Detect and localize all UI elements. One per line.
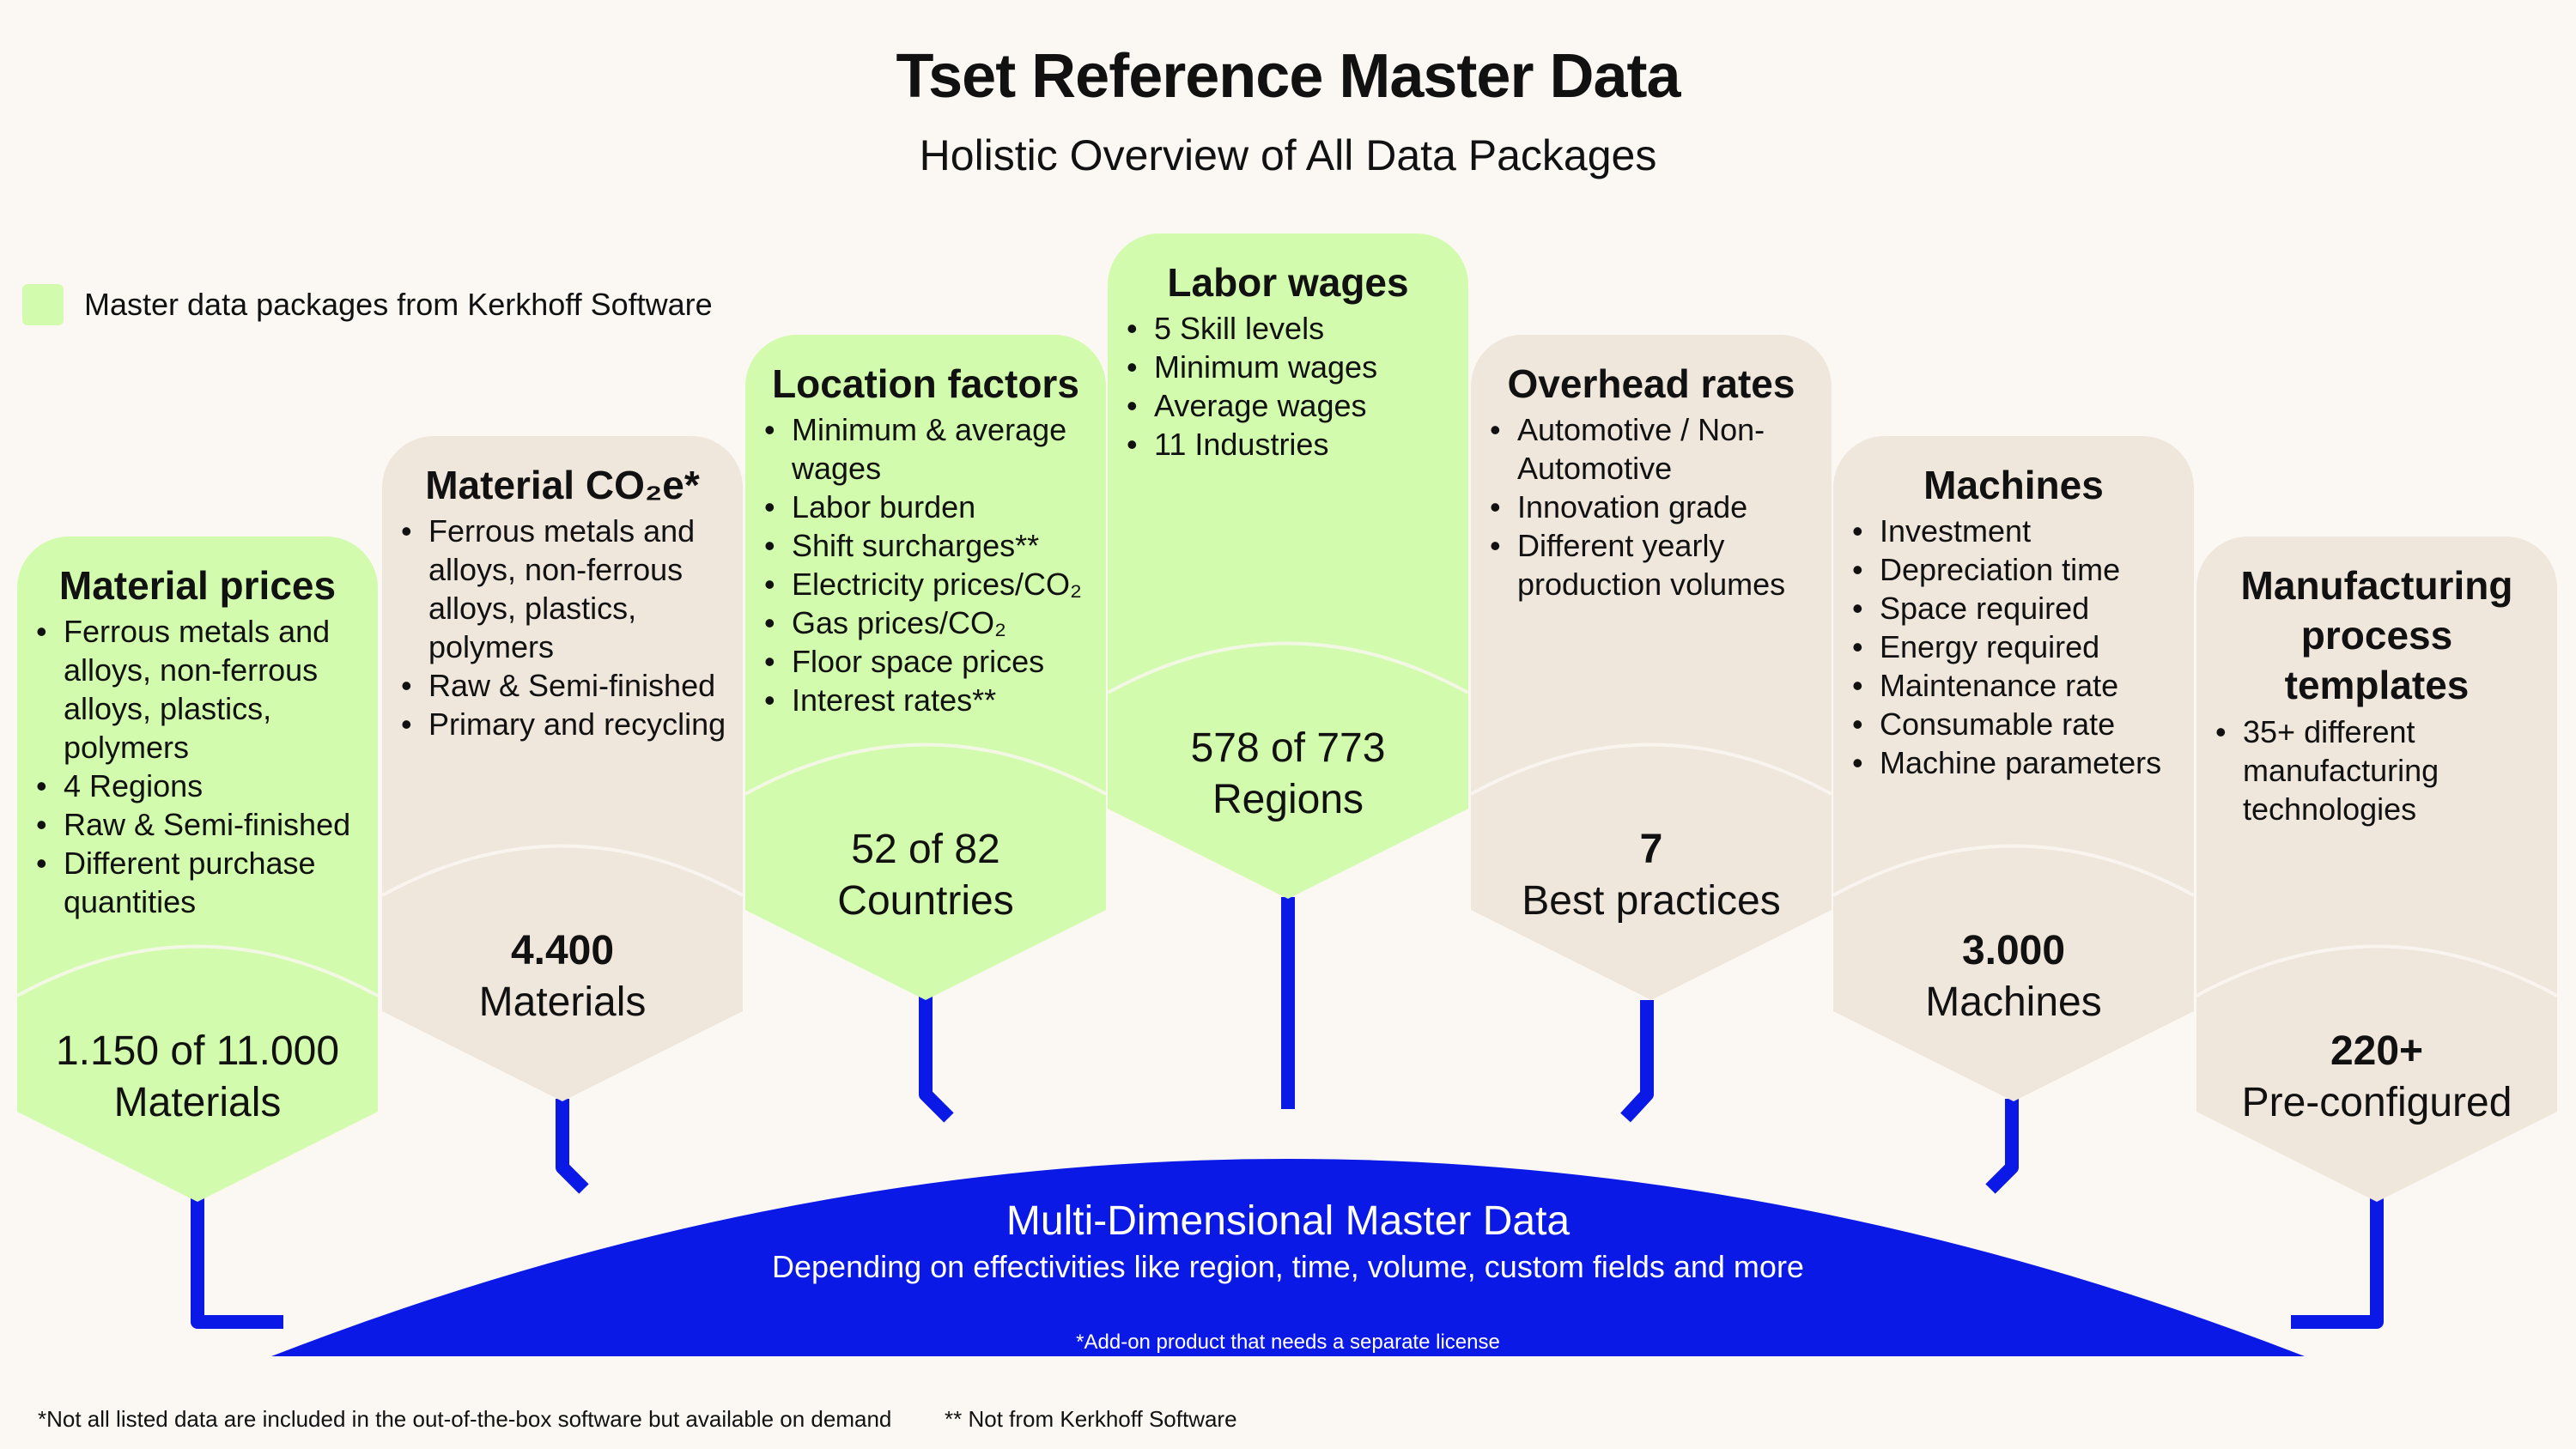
card-item: Consumable rate bbox=[1849, 705, 2185, 743]
card-items: Ferrous metals and alloys, non-ferrous a… bbox=[398, 512, 734, 743]
card-title: Material prices bbox=[58, 563, 337, 608]
card-title: Manufacturing process templates bbox=[2240, 563, 2513, 707]
card-item: Automotive / Non-Automotive bbox=[1486, 410, 1823, 488]
card-item: Ferrous metals and alloys, non-ferrous a… bbox=[398, 512, 734, 666]
connector-manufacturing-templates bbox=[2291, 1197, 2384, 1329]
footnote-right: ** Not from Kerkhoff Software bbox=[945, 1406, 1237, 1432]
metric-unit: Materials bbox=[113, 1080, 282, 1125]
metric-unit: Machines bbox=[1925, 979, 2102, 1025]
page-title: Tset Reference Master Data bbox=[896, 42, 1680, 111]
card-item: 35+ different manufacturing technologies bbox=[2212, 712, 2549, 828]
legend: Master data packages from Kerkhoff Softw… bbox=[22, 283, 713, 326]
metric-unit: Materials bbox=[478, 979, 647, 1025]
card-item: Space required bbox=[1849, 589, 2185, 627]
card-metric: 220+ Pre-configured bbox=[2196, 1026, 2557, 1129]
connector-material-prices bbox=[191, 1197, 283, 1329]
card-item: Raw & Semi-finished bbox=[398, 666, 734, 705]
card-metric: 3.000 Machines bbox=[1833, 925, 2194, 1028]
card-title: Overhead rates bbox=[1507, 361, 1795, 406]
footnote-left: *Not all listed data are included in the… bbox=[38, 1406, 892, 1432]
card-item: Innovation grade bbox=[1486, 488, 1823, 526]
card-metric: 4.400 Materials bbox=[382, 925, 743, 1028]
card-metric: 7 Best practices bbox=[1471, 824, 1832, 927]
card-items: 5 Skill levels Minimum wages Average wag… bbox=[1123, 309, 1460, 464]
card-item: Minimum & average wages bbox=[761, 410, 1097, 488]
metric-value: 3.000 bbox=[1961, 928, 2066, 973]
card-item: Primary and recycling bbox=[398, 705, 734, 743]
metric-unit: Best practices bbox=[1522, 878, 1781, 924]
card-metric: 52 of 82 Countries bbox=[745, 824, 1106, 927]
connector-material-co2e bbox=[556, 1099, 589, 1194]
page-subtitle: Holistic Overview of All Data Packages bbox=[919, 131, 1657, 179]
connector-overhead-rates bbox=[1620, 1000, 1654, 1123]
card-item: Labor burden bbox=[761, 488, 1097, 526]
card-item: Gas prices/CO₂ bbox=[761, 603, 1097, 642]
metric-value: 220+ bbox=[2330, 1028, 2424, 1074]
card-item: Raw & Semi-finished bbox=[33, 805, 369, 844]
card-item: Interest rates** bbox=[761, 681, 1097, 719]
card-item: Depreciation time bbox=[1849, 550, 2185, 589]
metric-unit: Countries bbox=[837, 878, 1014, 924]
card-item: 4 Regions bbox=[33, 767, 369, 805]
base-note: *Add-on product that needs a separate li… bbox=[1076, 1331, 1500, 1354]
card-items: Ferrous metals and alloys, non-ferrous a… bbox=[33, 612, 369, 921]
card-items: Automotive / Non-Automotive Innovation g… bbox=[1486, 410, 1823, 603]
card-shape bbox=[2196, 537, 2558, 1202]
card-items: Investment Depreciation time Space requi… bbox=[1849, 512, 2185, 782]
card-item: Different purchase quantities bbox=[33, 844, 369, 921]
card-item: Shift surcharges** bbox=[761, 526, 1097, 565]
metric-value: 7 bbox=[1639, 827, 1663, 872]
card-item: Different yearly production volumes bbox=[1486, 526, 1823, 603]
metric-unit: Pre-configured bbox=[2241, 1080, 2512, 1125]
metric-value: 52 of 82 bbox=[851, 827, 1000, 872]
card-title: Location factors bbox=[772, 361, 1079, 406]
metric-value: 578 of 773 bbox=[1190, 725, 1386, 771]
card-item: Ferrous metals and alloys, non-ferrous a… bbox=[33, 612, 369, 767]
card-title: Material CO₂e* bbox=[425, 463, 700, 507]
card-item: Machine parameters bbox=[1849, 743, 2185, 782]
metric-value: 4.400 bbox=[510, 928, 615, 973]
card-metric: 578 of 773 Regions bbox=[1108, 723, 1468, 826]
card-item: 11 Industries bbox=[1123, 425, 1460, 464]
card-item: Investment bbox=[1849, 512, 2185, 550]
card-items: 35+ different manufacturing technologies bbox=[2212, 712, 2549, 828]
card-items: Minimum & average wages Labor burden Shi… bbox=[761, 410, 1097, 719]
card-item: Electricity prices/CO₂ bbox=[761, 565, 1097, 603]
connector-location-factors bbox=[919, 996, 954, 1123]
master-data-dome bbox=[271, 1159, 2305, 1356]
connector-machines bbox=[1985, 1099, 2019, 1194]
card-item: Maintenance rate bbox=[1849, 666, 2185, 705]
card-title: Machines bbox=[1923, 463, 2104, 507]
card-title: Labor wages bbox=[1167, 260, 1409, 305]
card-metric: 1.150 of 11.000 Materials bbox=[17, 1026, 378, 1129]
card-item: Floor space prices bbox=[761, 642, 1097, 681]
metric-unit: Regions bbox=[1212, 777, 1364, 822]
card-item: Average wages bbox=[1123, 386, 1460, 425]
metric-value: 1.150 of 11.000 bbox=[55, 1028, 340, 1074]
legend-swatch bbox=[22, 284, 64, 325]
card-item: 5 Skill levels bbox=[1123, 309, 1460, 348]
legend-label: Master data packages from Kerkhoff Softw… bbox=[84, 287, 713, 322]
card-item: Minimum wages bbox=[1123, 348, 1460, 386]
base-subtitle: Depending on effectivities like region, … bbox=[772, 1249, 1804, 1284]
base-title: Multi-Dimensional Master Data bbox=[1005, 1198, 1571, 1244]
card-item: Energy required bbox=[1849, 627, 2185, 666]
